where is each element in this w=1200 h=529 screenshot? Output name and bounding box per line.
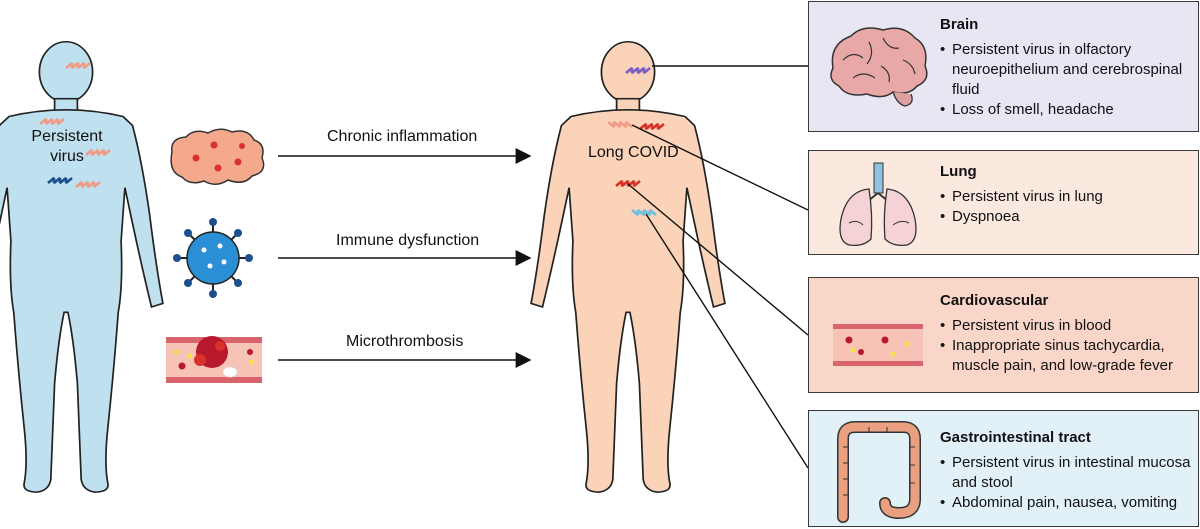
organ-bullets-cardiovascular: Persistent virus in blood Inappropriate … (940, 316, 1192, 376)
organ-connector-lines (627, 65, 809, 469)
organ-title-cardiovascular: Cardiovascular (940, 292, 1049, 309)
bullet-item: Persistent virus in blood (940, 316, 1192, 336)
left-body-silhouette (0, 40, 164, 493)
mechanism-label-chronic-inflammation: Chronic inflammation (327, 128, 478, 145)
organ-title-brain: Brain (940, 16, 979, 33)
inflamed-tissue-icon (170, 128, 265, 185)
organ-box-lung: Lung Persistent virus in lung Dyspnoea (808, 150, 1199, 255)
organ-bullets-gastrointestinal: Persistent virus in intestinal mucosa an… (940, 453, 1195, 513)
long-covid-label: Long COVID (588, 144, 679, 161)
bullet-item: Persistent virus in lung (940, 187, 1190, 207)
mechanism-label-microthrombosis: Microthrombosis (346, 333, 464, 350)
mechanism-label-immune-dysfunction: Immune dysfunction (336, 232, 480, 249)
bullet-item: Abdominal pain, nausea, vomiting (940, 493, 1195, 513)
persistent-virus-label: Persistent virus (31, 128, 103, 165)
virus-squiggle-icons-right (607, 67, 665, 216)
organ-box-brain: Brain Persistent virus in olfactory neur… (808, 1, 1199, 132)
organ-title-lung: Lung (940, 163, 977, 180)
organ-title-gastrointestinal: Gastrointestinal tract (940, 429, 1091, 446)
organ-bullets-brain: Persistent virus in olfactory neuroepith… (940, 40, 1190, 120)
right-body-silhouette (530, 40, 726, 493)
bullet-item: Persistent virus in olfactory neuroepith… (940, 40, 1190, 100)
brain-icon (830, 27, 928, 107)
bullet-item: Dyspnoea (940, 207, 1190, 227)
bullet-item: Inappropriate sinus tachycardia, muscle … (940, 336, 1192, 376)
blood-vessel-icon (833, 324, 923, 366)
lungs-icon (839, 162, 917, 247)
intestine-icon (837, 421, 921, 523)
blood-vessel-clot-icon (166, 336, 262, 383)
bullet-item: Persistent virus in intestinal mucosa an… (940, 453, 1195, 493)
organ-bullets-lung: Persistent virus in lung Dyspnoea (940, 187, 1190, 227)
virus-squiggle-icons-left (39, 62, 111, 188)
organ-box-gastrointestinal: Gastrointestinal tract Persistent virus … (808, 410, 1199, 527)
bullet-item: Loss of smell, headache (940, 100, 1190, 120)
virus-particle-icon (173, 218, 253, 298)
organ-box-cardiovascular: Cardiovascular Persistent virus in blood… (808, 277, 1199, 393)
